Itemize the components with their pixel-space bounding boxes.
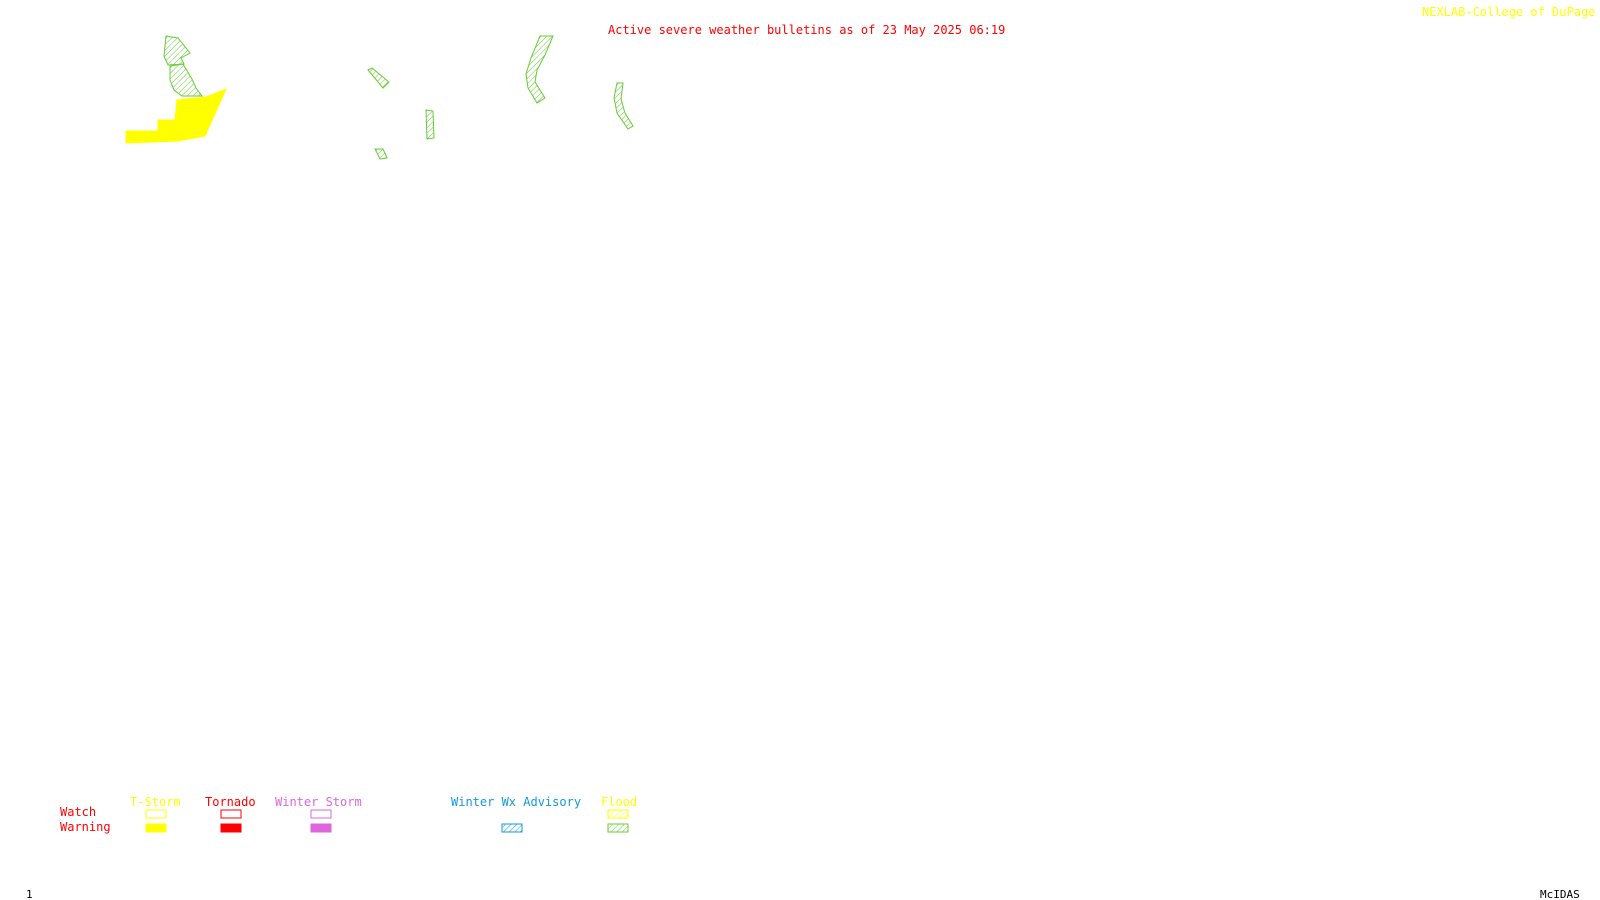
legend-winter-storm-label: Winter Storm (275, 795, 362, 809)
legend-flood-warning-swatch (607, 823, 629, 833)
legend-tornado-watch-swatch (220, 809, 242, 819)
legend-tstorm-watch-swatch (145, 809, 167, 819)
legend-warning-row-label: Warning (60, 820, 111, 834)
source-credit: NEXLAB-College of DuPage © (1422, 5, 1600, 19)
flood-warning-polygon[interactable] (163, 35, 191, 66)
legend-flood-label: Flood (601, 795, 638, 809)
legend-winter-storm-watch-swatch (310, 809, 332, 819)
legend-tstorm-warning-swatch (145, 823, 167, 833)
legend-winter-wx-advisory-label: Winter Wx Advisory (451, 795, 582, 809)
software-label: McIDAS (1540, 888, 1580, 900)
flood-warning-polygon[interactable] (169, 63, 203, 97)
frame-number: 1 (26, 888, 33, 900)
flood-warning-polygon[interactable] (613, 82, 634, 130)
legend-winter-wx-advisory-swatch (501, 823, 523, 833)
legend-tornado-label: Tornado (205, 795, 256, 809)
legend-flood-watch-swatch (607, 809, 629, 819)
tstorm-warning-polygon[interactable] (125, 88, 227, 144)
flood-warning-polygon[interactable] (374, 148, 388, 160)
legend-tornado-warning-swatch (220, 823, 242, 833)
flood-warning-polygon[interactable] (367, 67, 390, 89)
bulletin-title: Active severe weather bulletins as of 23… (608, 23, 1006, 37)
flood-warning-polygon[interactable] (425, 109, 435, 140)
legend-tstorm-label: T-Storm (130, 795, 181, 809)
legend-watch-row-label: Watch (60, 805, 97, 819)
legend-winter-storm-warning-swatch (310, 823, 332, 833)
flood-warning-polygon[interactable] (525, 35, 554, 104)
